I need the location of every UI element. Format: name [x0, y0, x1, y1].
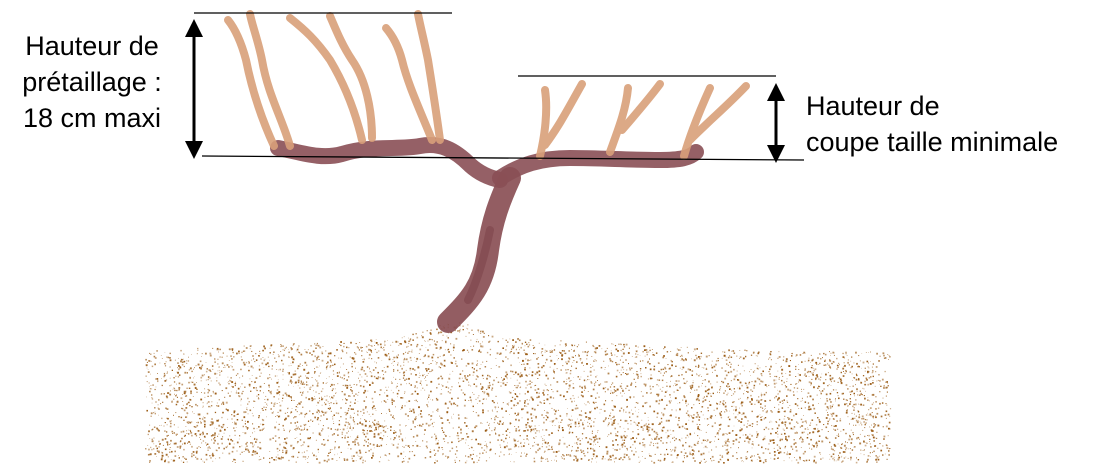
pretaillage-height-label: Hauteur de prétaillage : 18 cm maxi: [6, 28, 178, 136]
soil: [145, 323, 891, 464]
pretaillage-label-line-2: prétaillage :: [6, 64, 178, 100]
trunk: [448, 178, 510, 322]
cordons: [278, 145, 696, 180]
coupe-label-line-2: coupe taille minimale: [806, 124, 1058, 160]
left-shoots: [228, 14, 440, 146]
coupe-label-line-1: Hauteur de: [806, 88, 1058, 124]
coupe-height-label: Hauteur de coupe taille minimale: [806, 88, 1058, 160]
right-shoots: [540, 84, 746, 156]
pretaillage-label-line-3: 18 cm maxi: [6, 100, 178, 136]
pretaillage-label-line-1: Hauteur de: [6, 28, 178, 64]
